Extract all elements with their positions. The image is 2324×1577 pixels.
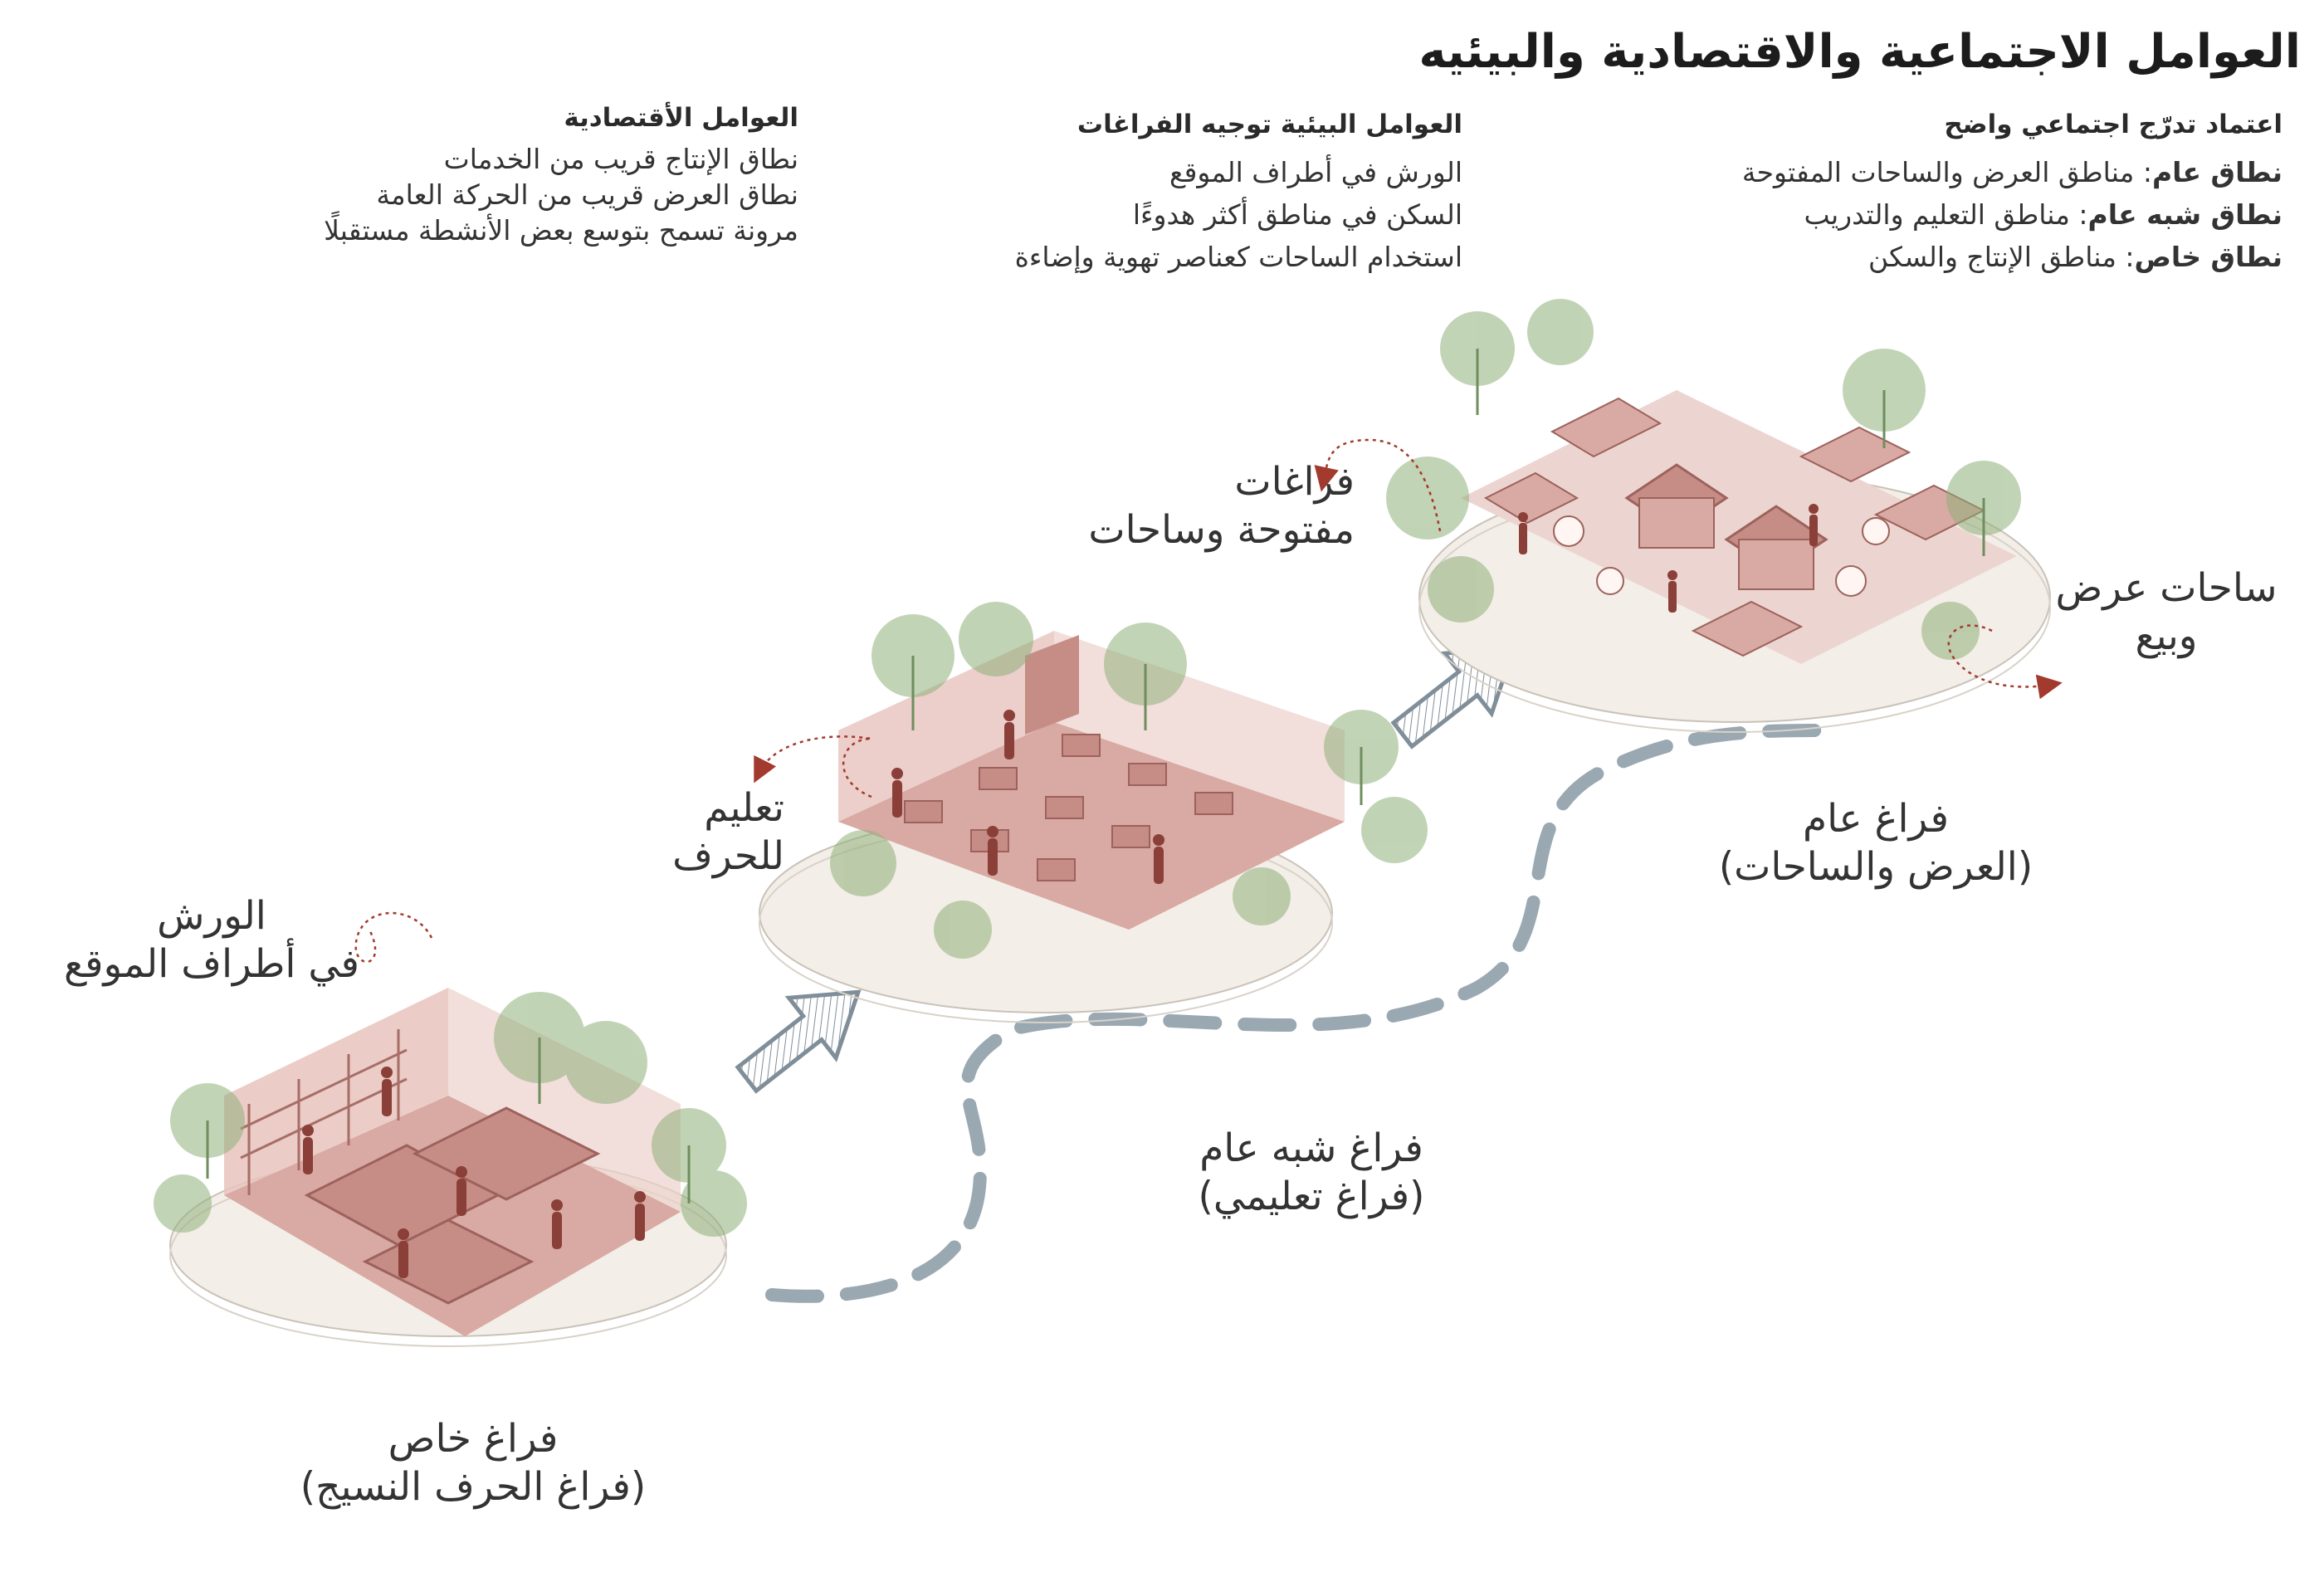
economic-line: نطاق العرض قريب من الحركة العامة: [376, 178, 798, 211]
public-market-block: [1418, 390, 2051, 733]
semi-public-teaching-block: [759, 631, 1345, 1023]
private-workshop-block: [169, 988, 727, 1347]
social-line-semi-public: نطاق شبه عام: مناطق التعليم والتدريب: [1804, 198, 2282, 231]
label-semi-public-space: فراغ شبه عام(فراغ تعليمي): [1198, 1125, 1425, 1219]
social-line-private: نطاق خاص: مناطق الإنتاج والسكن: [1868, 241, 2282, 273]
trees: [154, 299, 2021, 1237]
economic-line: نطاق الإنتاج قريب من الخدمات: [443, 143, 798, 175]
callout-teaching: [754, 735, 872, 798]
tree-trunks: [206, 349, 1985, 1204]
social-line-public: نطاق عام: مناطق العرض والساحات المفتوحة: [1741, 156, 2282, 188]
people-heads: [302, 504, 1819, 1240]
economic-factors-column: العوامل الأقتصادية نطاق الإنتاج قريب من …: [151, 103, 798, 248]
environmental-line: الورش في أطراف الموقع: [1169, 156, 1462, 188]
environmental-factors-heading: العوامل البيئية توجيه الفراغات: [1077, 110, 1462, 139]
economic-factors-heading: العوامل الأقتصادية: [564, 103, 798, 133]
label-public-space: فراغ عام(العرض والساحات): [1718, 796, 2034, 890]
environmental-factors-column: العوامل البيئية توجيه الفراغات الورش في …: [865, 110, 1462, 278]
social-factors-column: اعتماد تدرّج اجتماعي واضح نطاق عام: مناط…: [1536, 110, 2282, 278]
label-private-space: فراغ خاص(فراغ الحرف النسيج): [300, 1416, 647, 1510]
people: [303, 515, 1818, 1278]
environmental-line: استخدام الساحات كعناصر تهوية وإضاءة: [1014, 241, 1462, 273]
progression-arrow-1: [735, 989, 862, 1094]
callout-workshops: [354, 911, 433, 964]
dashed-circulation-path: [765, 724, 1833, 1303]
environmental-line: السكن في مناطق أكثر هدوءًا: [1132, 198, 1462, 231]
social-factors-heading: اعتماد تدرّج اجتماعي واضح: [1944, 110, 2282, 139]
economic-line: مرونة تسمح بتوسع بعض الأنشطة مستقبلًا: [324, 214, 798, 247]
callout-open-spaces: [1314, 438, 1442, 532]
callout-display: [1947, 624, 2063, 700]
page-title: العوامل الاجتماعية والاقتصادية والبيئيه: [1418, 25, 2301, 79]
